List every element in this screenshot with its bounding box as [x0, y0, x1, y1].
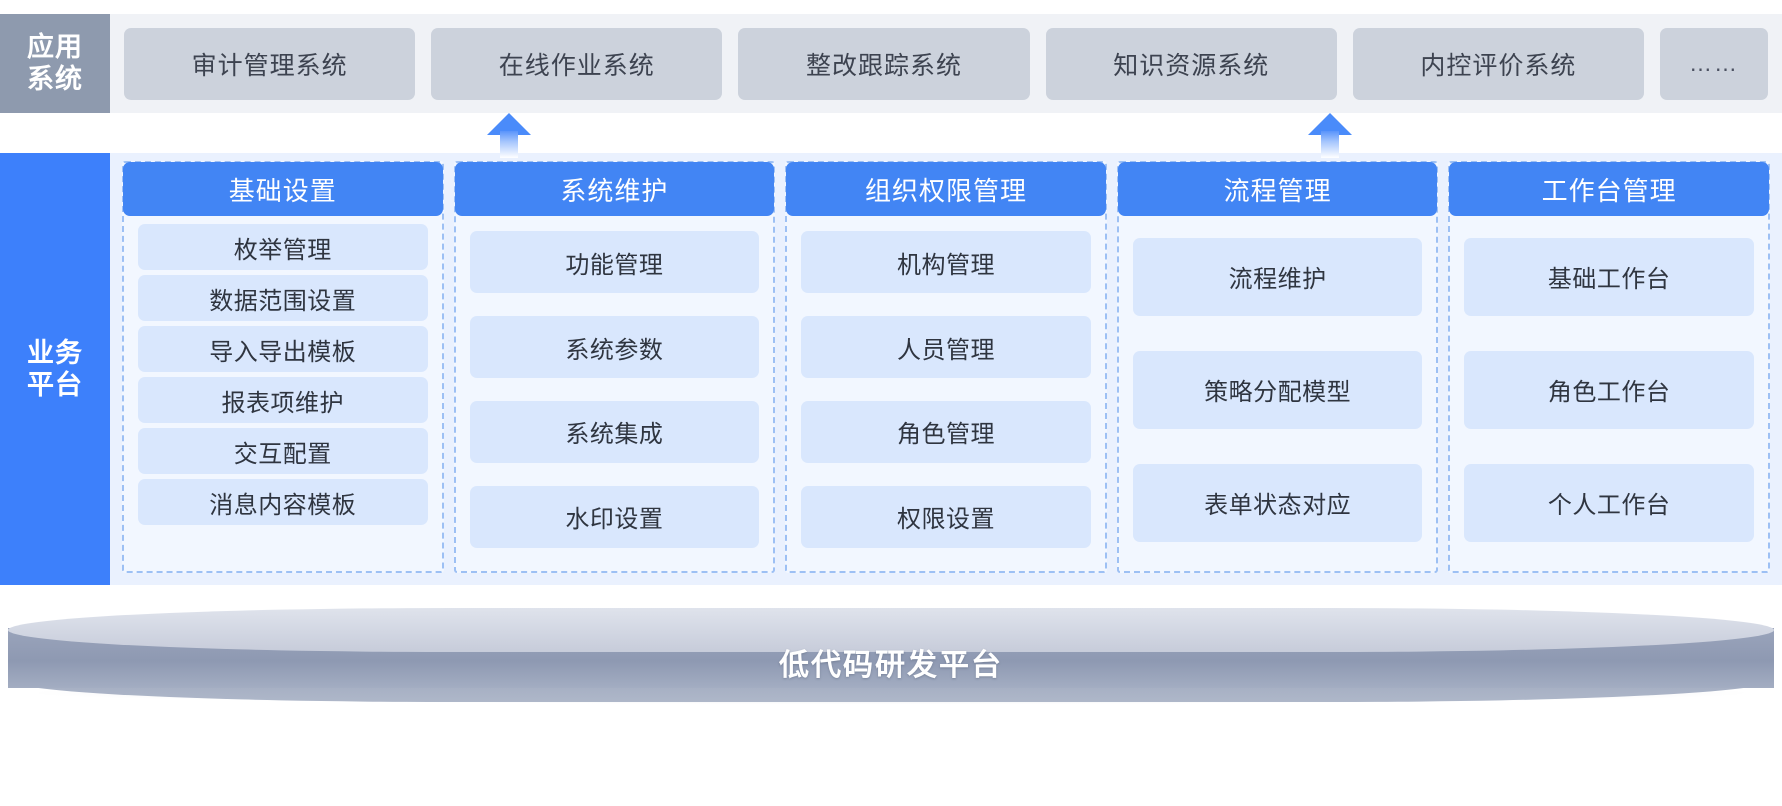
item-enum-management[interactable]: 枚举管理: [138, 224, 428, 270]
group-items-system-maintenance: 功能管理 系统参数 系统集成 水印设置: [456, 216, 774, 563]
item-data-scope-settings[interactable]: 数据范围设置: [138, 275, 428, 321]
group-basic-settings: 基础设置 枚举管理 数据范围设置 导入导出模板 报表项维护 交互配置 消息内容模…: [122, 161, 444, 573]
base-top-ellipse: [8, 608, 1774, 652]
group-header-basic-settings[interactable]: 基础设置: [123, 162, 443, 216]
arrow-head: [487, 113, 531, 135]
arrow-up-icon-to-online-operation-system: [487, 113, 531, 158]
business-platform-group-container: 基础设置 枚举管理 数据范围设置 导入导出模板 报表项维护 交互配置 消息内容模…: [110, 153, 1782, 585]
item-basic-workbench[interactable]: 基础工作台: [1464, 237, 1754, 316]
app-sidebar-line1: 应用: [27, 32, 83, 63]
item-personnel-management[interactable]: 人员管理: [801, 316, 1091, 379]
group-header-system-maintenance[interactable]: 系统维护: [454, 162, 775, 216]
group-items-process-management: 流程维护 策略分配模型 表单状态对应: [1119, 216, 1437, 563]
business-platform-sidebar-label: 业务 平台: [0, 153, 110, 585]
item-role-workbench[interactable]: 角色工作台: [1464, 350, 1754, 429]
item-interaction-configuration[interactable]: 交互配置: [138, 428, 428, 474]
group-items-workbench-management: 基础工作台 角色工作台 个人工作台: [1450, 216, 1768, 563]
application-system-chip-list: 审计管理系统 在线作业系统 整改跟踪系统 知识资源系统 内控评价系统 ……: [110, 14, 1782, 113]
group-system-maintenance: 系统维护 功能管理 系统参数 系统集成 水印设置: [453, 161, 776, 573]
app-chip-rectification-tracking[interactable]: 整改跟踪系统: [738, 27, 1030, 100]
item-message-content-template[interactable]: 消息内容模板: [138, 479, 428, 525]
item-function-management[interactable]: 功能管理: [469, 231, 760, 294]
item-watermark-settings[interactable]: 水印设置: [469, 485, 760, 548]
arrow-shaft: [500, 131, 518, 158]
item-system-parameters[interactable]: 系统参数: [469, 316, 760, 379]
item-organization-management[interactable]: 机构管理: [801, 231, 1091, 294]
application-system-sidebar-label: 应用 系统: [0, 14, 110, 113]
app-chip-online-operation[interactable]: 在线作业系统: [431, 27, 723, 100]
item-permission-settings[interactable]: 权限设置: [801, 485, 1091, 548]
item-process-maintenance[interactable]: 流程维护: [1132, 237, 1423, 316]
low-code-platform-base: 低代码研发平台: [8, 608, 1774, 704]
arrow-shaft: [1321, 131, 1339, 158]
group-process-management: 流程管理 流程维护 策略分配模型 表单状态对应: [1116, 161, 1439, 573]
group-items-organization-permission-management: 机构管理 人员管理 角色管理 权限设置: [787, 216, 1105, 563]
app-chip-audit-management[interactable]: 审计管理系统: [124, 27, 416, 100]
low-code-platform-label: 低代码研发平台: [779, 649, 1003, 682]
item-form-status-mapping[interactable]: 表单状态对应: [1132, 463, 1423, 542]
item-role-management[interactable]: 角色管理: [801, 400, 1091, 463]
arrow-head: [1308, 113, 1352, 135]
item-import-export-template[interactable]: 导入导出模板: [138, 326, 428, 372]
biz-sidebar-line2: 平台: [27, 370, 83, 400]
group-organization-permission-management: 组织权限管理 机构管理 人员管理 角色管理 权限设置: [785, 161, 1107, 573]
item-policy-allocation-model[interactable]: 策略分配模型: [1132, 350, 1423, 429]
app-chip-knowledge-resource[interactable]: 知识资源系统: [1045, 27, 1337, 100]
business-platform-layer: 业务 平台 基础设置 枚举管理 数据范围设置 导入导出模板 报表项维护 交互配置…: [0, 153, 1782, 585]
item-report-item-maintenance[interactable]: 报表项维护: [138, 377, 428, 423]
biz-sidebar-line1: 业务: [27, 337, 83, 368]
item-system-integration[interactable]: 系统集成: [469, 400, 760, 463]
application-system-layer: 应用 系统 审计管理系统 在线作业系统 整改跟踪系统 知识资源系统 内控评价系统…: [0, 14, 1782, 113]
app-sidebar-line2: 系统: [27, 63, 83, 94]
item-personal-workbench[interactable]: 个人工作台: [1464, 463, 1754, 542]
app-chip-more-ellipsis[interactable]: ……: [1660, 27, 1769, 100]
group-header-organization-permission-management[interactable]: 组织权限管理: [786, 162, 1106, 216]
group-items-basic-settings: 枚举管理 数据范围设置 导入导出模板 报表项维护 交互配置 消息内容模板: [124, 216, 442, 563]
group-header-process-management[interactable]: 流程管理: [1117, 162, 1438, 216]
app-chip-internal-control-evaluation[interactable]: 内控评价系统: [1352, 27, 1645, 100]
group-workbench-management: 工作台管理 基础工作台 角色工作台 个人工作台: [1448, 161, 1770, 573]
group-header-workbench-management[interactable]: 工作台管理: [1449, 162, 1769, 216]
arrow-up-icon-to-internal-control-system: [1308, 113, 1352, 158]
